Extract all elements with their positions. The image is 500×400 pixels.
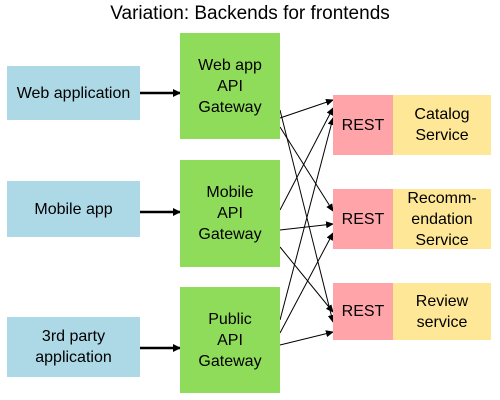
arrow-mobilegw-to-recommendation <box>279 221 334 231</box>
arrow-webgw-to-catalog <box>279 98 334 119</box>
rest-recommendation: REST <box>333 189 393 249</box>
mobile-api-gateway: Mobile API Gateway <box>180 160 280 267</box>
diagram-title: Variation: Backends for frontends <box>110 3 390 24</box>
client-web-application: Web application <box>7 66 140 120</box>
catalog-service: Catalog Service <box>393 95 491 155</box>
rest-review: REST <box>333 283 393 340</box>
client-mobile-app: Mobile app <box>7 181 140 237</box>
recommendation-service: Recomm- endation Service <box>393 189 491 249</box>
client-3rd-party-application: 3rd party application <box>7 317 140 377</box>
arrow-webgw-to-review <box>279 109 335 323</box>
arrow-publicgw-to-review <box>279 330 334 346</box>
review-service: Review service <box>393 283 491 340</box>
web-app-api-gateway: Web app API Gateway <box>180 33 280 139</box>
arrow-publicgw-to-recommendation <box>279 232 334 334</box>
rest-catalog: REST <box>333 95 393 155</box>
arrow-mobilegw-to-review <box>279 246 334 313</box>
public-api-gateway: Public API Gateway <box>180 287 280 393</box>
arrow-mobilegw-to-catalog <box>279 107 334 211</box>
arrow-webgw-to-recommendation <box>279 126 334 212</box>
arrow-publicgw-to-catalog <box>279 117 335 321</box>
